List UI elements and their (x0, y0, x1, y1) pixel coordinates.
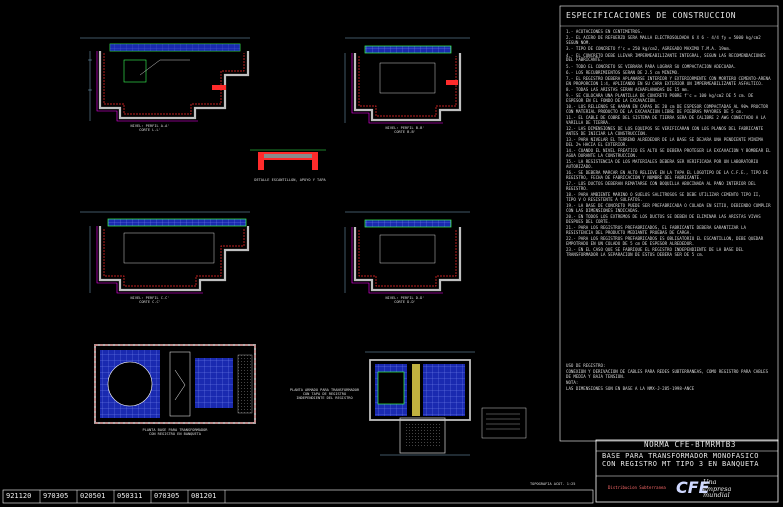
spec-item: 17.- LOS DUCTOS DEBERAN REMATARSE CON BO… (566, 181, 756, 192)
spec-item: 7.- EL REGISTRO DEBERA APLANARSE INTERIO… (566, 76, 771, 86)
cfe-logo: CFE (676, 478, 710, 497)
spec-item: 19.- LA BASE DE CONCRETO PUEDE SER PREFA… (566, 203, 771, 214)
nota-text: LAS DIMENSIONES SON EN BASE A LA NMX-J-2… (566, 386, 695, 392)
spec-item: 14.- CUANDO EL NIVEL FREATICO ES ALTO SE… (566, 148, 771, 159)
spec-item: 9.- SE COLOCARA UNA PLANTILLA DE CONCRET… (566, 93, 754, 104)
spec-item: 20.- EN TODOS LOS EXTREMOS DE LOS DUCTOS… (566, 214, 761, 225)
cfe-slogan: Una empresa mundial (703, 479, 731, 499)
spec-item: 1.- ACOTACIONES EN CENTIMETROS. (566, 29, 643, 34)
plan-view-1 (94, 344, 256, 424)
revision-strip (2, 489, 594, 504)
scale-label: TOPOGRAFIA ACOT. 1:25 (530, 482, 576, 486)
uso-title: USO DE REGISTRO: (566, 363, 606, 368)
plan-note-label: PLANTA ARMADO PARA TRANSFORMADOR CON TAP… (289, 388, 360, 400)
spec-item: 2.- EL ACERO DE REFUERZO SERA MALLA ELEC… (566, 35, 761, 45)
spec-item: 12.- LAS DIMENSIONES DE LOS EQUIPOS SE V… (566, 126, 764, 137)
section-view-4 (344, 211, 470, 294)
title-block (595, 439, 779, 503)
norma-label: NORMA CFE-BTMRMTB3 (643, 440, 737, 449)
division-label: Distribucion Subterranea (608, 485, 666, 490)
spec-item: 15.- LA RESISTENCIA DE LOS MATERIALES DE… (566, 159, 759, 170)
spec-item: 23.- EN EL CASO QUE SE FABRIQUE EL REGIS… (566, 247, 744, 258)
slogan-line1: Una (703, 478, 717, 486)
slogan-line2: empresa (703, 484, 732, 493)
spec-item: 16.- SE DEBERA MARCAR EN ALTO RELIEVE EN… (566, 170, 769, 181)
uso-section: USO DE REGISTRO: CONEXION Y DERIVACION D… (566, 363, 772, 394)
section-view-2 (344, 37, 470, 124)
spec-item: 5.- TODO EL CONCRETO SE VIBRARA PARA LOG… (566, 63, 737, 69)
view2-label: NIVEL: PERFIL B-B' CORTE B-B' (385, 126, 425, 134)
spec-frame (559, 5, 779, 442)
sheet-title-line2: CON REGISTRO MT TIPO 3 EN BANQUETA (602, 460, 759, 468)
sheet-title-line1: BASE PARA TRANSFORMADOR MONOFASICO (602, 452, 759, 460)
revision-3: 020501 (80, 492, 106, 500)
view3-label: DETALLE ESCANTILLON, APOYO Y TAPA (254, 178, 326, 182)
spec-item: 13.- PARA NIVELAR EL TERRENO ALREDEDOR D… (566, 137, 764, 148)
nota-title: NOTA: (566, 380, 579, 386)
spec-item: 3.- TIPO DE CONCRETO f'c = 250 kg/cm2, A… (566, 46, 732, 52)
revision-2: 970305 (43, 492, 69, 500)
spec-item: 4.- EL CONCRETO DEBE LLEVAR IMPERMEABILI… (566, 52, 766, 63)
view5-label: NIVEL: PERFIL D-D' CORTE D-D' (385, 296, 425, 304)
spec-title: ESPECIFICACIONES DE CONSTRUCCION (566, 11, 737, 20)
view4-label: NIVEL: PERFIL C-C' CORTE C-C' (130, 296, 170, 304)
spec-list: 1.- ACOTACIONES EN CENTIMETROS.2.- EL AC… (566, 29, 772, 259)
section-view-3 (80, 211, 250, 294)
legend-box (481, 407, 527, 439)
sheet-title: BASE PARA TRANSFORMADOR MONOFASICO CON R… (602, 452, 778, 468)
plan1-label: PLANTA BASE PARA TRANSFORMADOR CON REGIS… (142, 428, 208, 436)
spec-item: 22.- PARA LOS REGISTROS PREFABRICADOS ES… (566, 236, 764, 247)
revision-1: 921120 (6, 492, 32, 500)
spec-item: 6.- LOS RECUBRIMIENTOS SERAN DE 2.5 cm M… (566, 69, 680, 75)
uso-text: CONEXION Y DERIVACION DE CABLES PARA RED… (566, 369, 769, 379)
spec-item: 18.- PARA AMBIENTE MARINO O SUELOS SALIT… (566, 192, 761, 203)
section-view-1 (80, 37, 250, 122)
plan-view-2 (365, 351, 475, 456)
spec-item: 21.- PARA LOS REGISTROS PREFABRICADOS, E… (566, 225, 746, 236)
slogan-line3: mundial (703, 491, 730, 499)
revision-4: 050311 (117, 492, 143, 500)
view1-label: NIVEL: PERFIL A-A' CORTE L-L' (130, 124, 170, 132)
revision-5: 070305 (154, 492, 180, 500)
spec-item: 8.- TODAS LAS ARISTAS SERAN ACHAFLANADAS… (566, 87, 690, 93)
spec-item: 10.- LOS RELLENOS SE HARAN EN CAPAS DE 2… (566, 104, 769, 115)
detail-escantillon (250, 149, 326, 170)
spec-item: 11.- EL CABLE DE COBRE DEL SISTEMA DE TI… (566, 115, 766, 126)
revision-6: 081201 (191, 492, 217, 500)
